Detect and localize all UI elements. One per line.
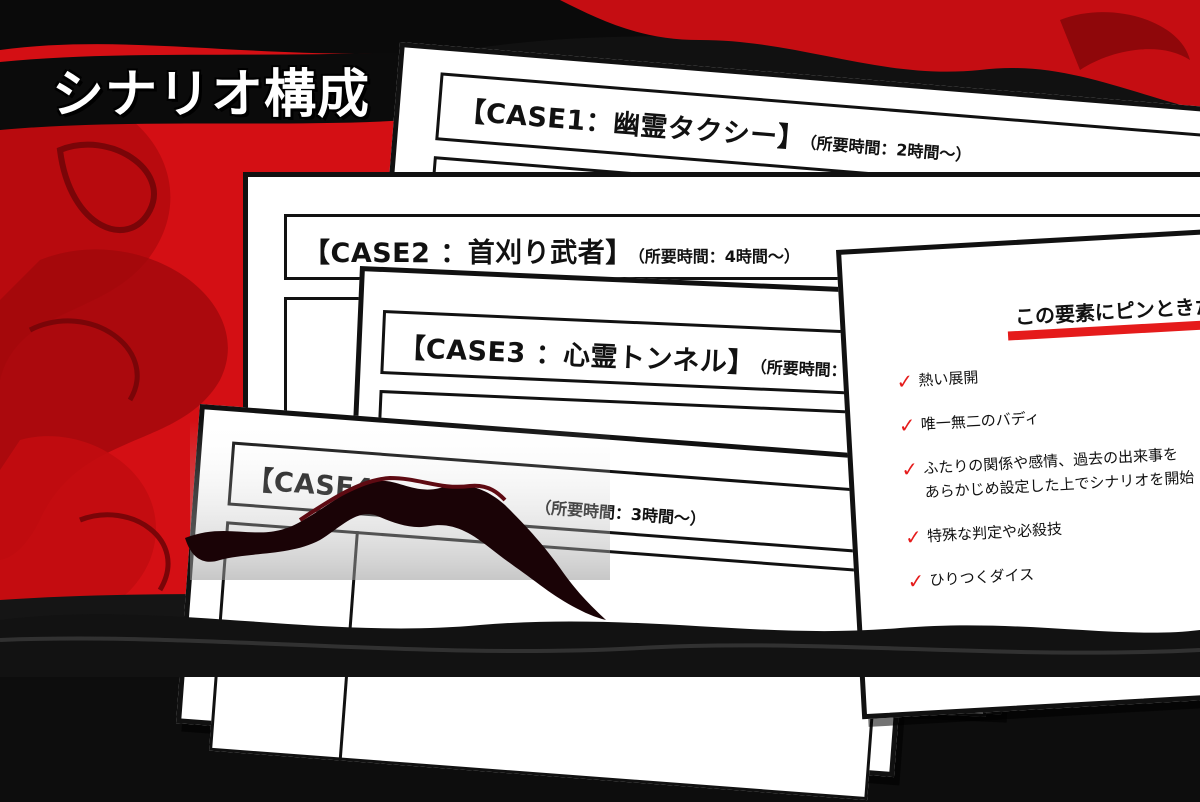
checklist-item: ✓ 唯一無二のバディ [898, 391, 1200, 438]
checklist-item-text: 特殊な判定や必殺技 [926, 519, 1063, 546]
checklist-item: ✓ 特殊な判定や必殺技 [904, 503, 1200, 550]
case4-title: 【CASE4 [245, 464, 375, 506]
checkmark-icon: ✓ [900, 456, 919, 482]
case4-sheet: 【CASE4 （所要時間：3時間〜） [176, 404, 918, 801]
checklist-item: ✓ ひりつくダイス [907, 547, 1200, 593]
checkmark-icon: ✓ [895, 368, 914, 394]
case2-time: （所要時間：4時間〜） [636, 247, 800, 266]
case4-time: （所要時間：3時間〜） [534, 497, 707, 530]
page-title: シナリオ構成 [52, 65, 371, 125]
case1-title: 【CASE1：幽霊タクシー】 [457, 95, 807, 155]
checkmark-icon: ✓ [906, 568, 926, 594]
checklist: ✓ 熱い展開 ✓ 唯一無二のバディ ✓ ふたりの関係や感情、過去の出来事を あら… [896, 348, 1200, 614]
checklist-item-text: 唯一無二のバディ [920, 408, 1041, 434]
checklist-item: ✓ 熱い展開 [896, 348, 1200, 394]
checklist-item-text: ひりつくダイス [929, 565, 1035, 590]
case1-time: （所要時間：2時間〜） [807, 133, 973, 166]
checkmark-icon: ✓ [904, 524, 923, 550]
checklist-item-text: 熱い展開 [917, 368, 979, 390]
checklist-sheet: この要素にピンときたら ✓ 熱い展開 ✓ 唯一無二のバディ ✓ ふたりの関係や感… [836, 226, 1200, 720]
case2-title: 【CASE2 ：首刈り武者】 [303, 238, 633, 269]
case4-body [209, 521, 885, 801]
checkmark-icon: ✓ [898, 412, 917, 438]
case3-title: 【CASE3 ：心霊トンネル】 [397, 332, 756, 380]
checklist-item: ✓ ふたりの関係や感情、過去の出来事を あらかじめ設定した上でシナリオを開始 [901, 435, 1200, 505]
